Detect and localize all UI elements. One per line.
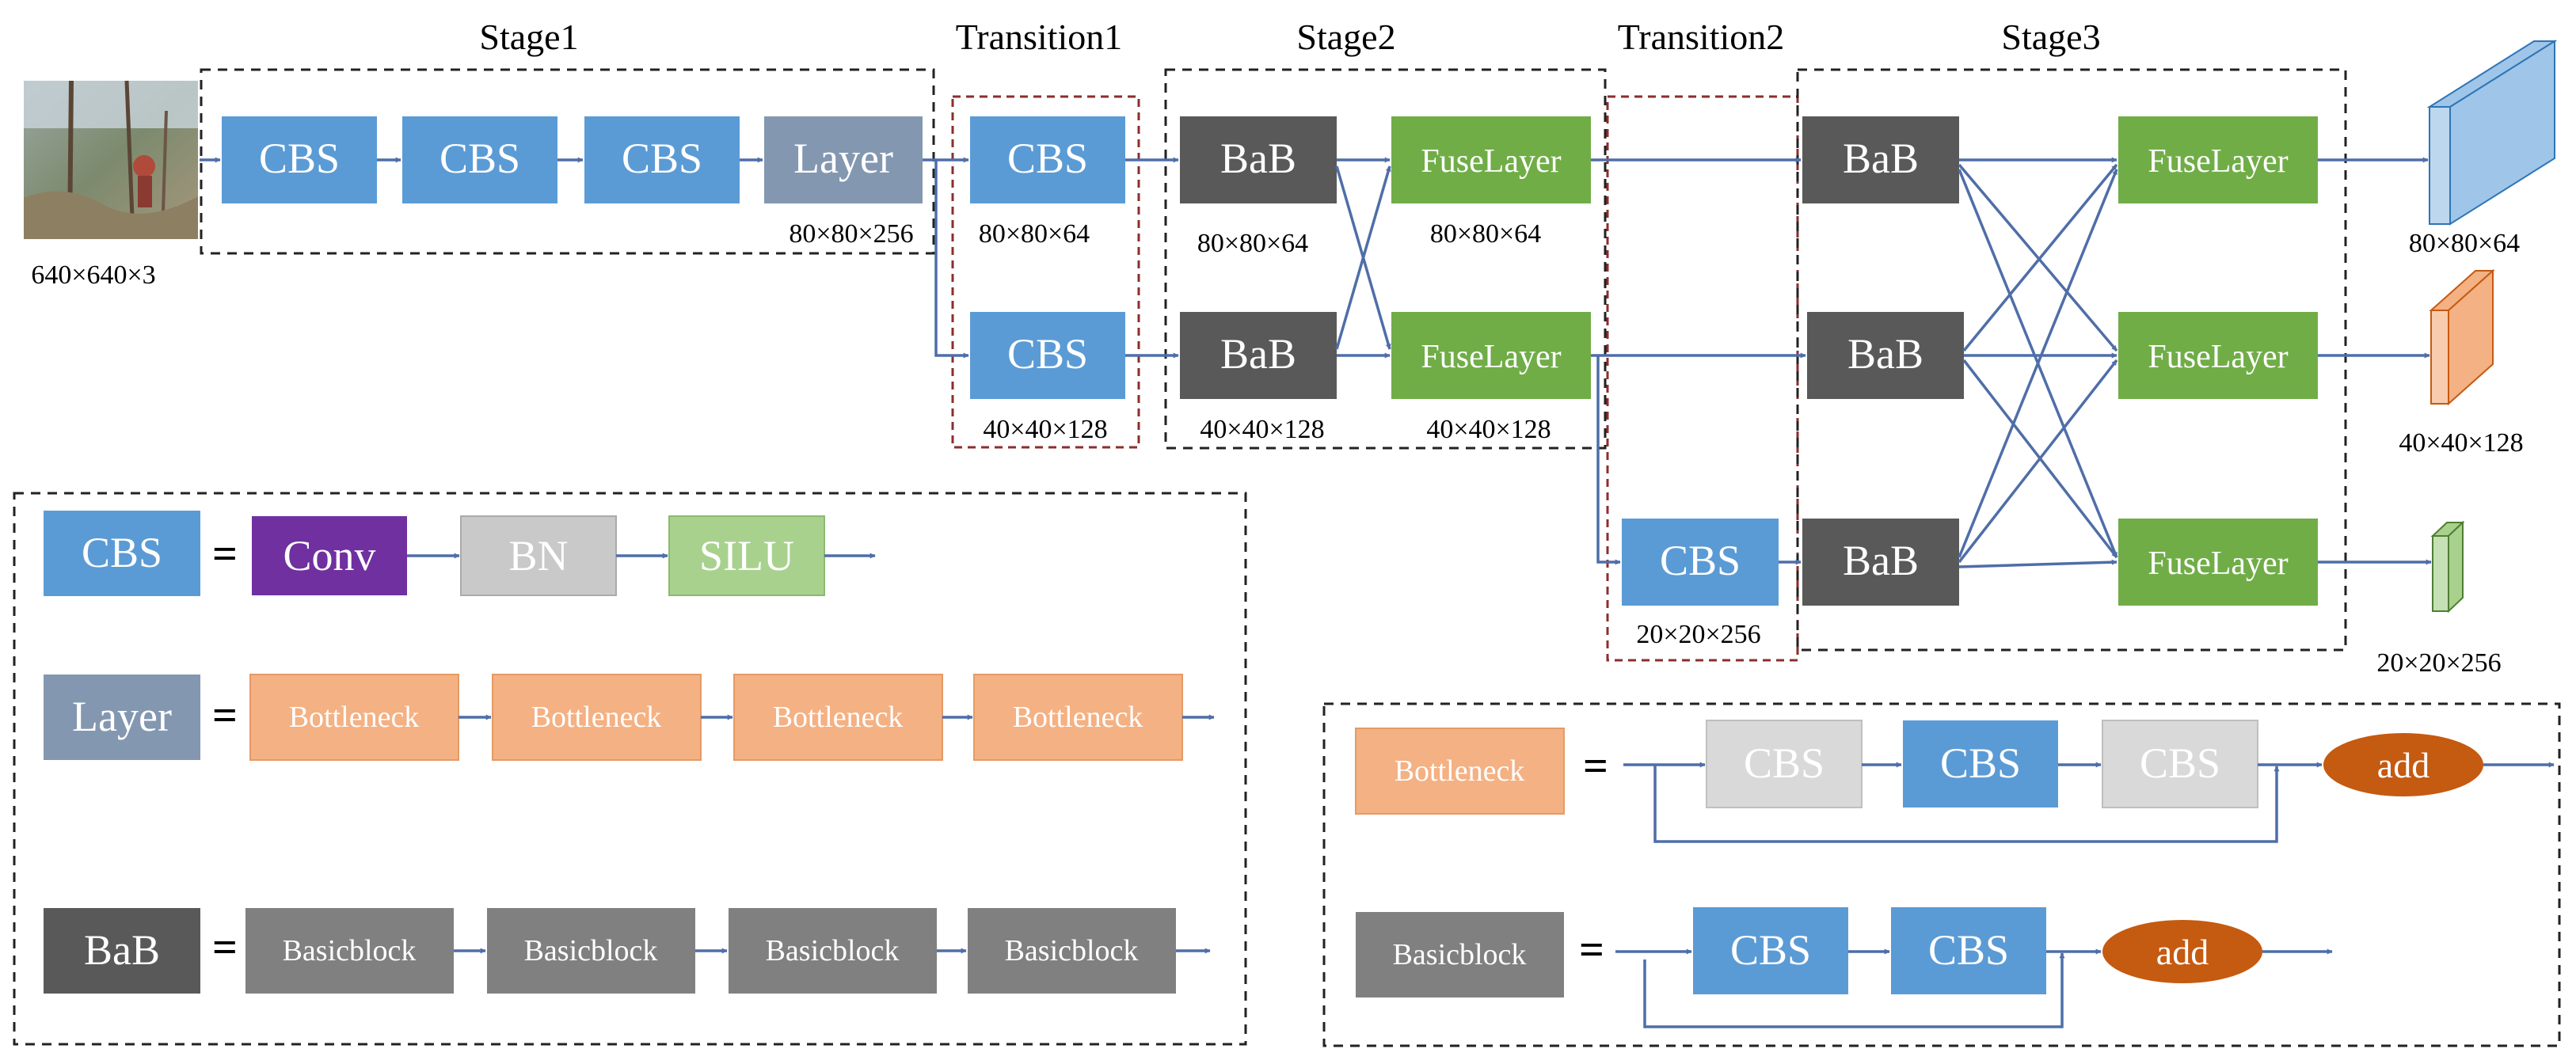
- svg-text:CBS: CBS: [259, 135, 340, 182]
- output-feature-map-large: [2426, 40, 2558, 226]
- legend-cbs-row: CBS = Conv BN SILU: [44, 511, 876, 596]
- stage1-layer: Layer: [764, 116, 923, 203]
- stage3-bab-3: BaB: [1802, 519, 1959, 606]
- input-image: [24, 80, 198, 239]
- svg-text:CBS: CBS: [2140, 739, 2220, 787]
- svg-text:add: add: [2156, 932, 2209, 972]
- svg-text:BaB: BaB: [1847, 330, 1923, 378]
- stage3-fuse-1: FuseLayer: [2118, 116, 2318, 203]
- svg-text:CBS: CBS: [82, 529, 162, 576]
- svg-text:CBS: CBS: [1660, 537, 1741, 584]
- transition2-cbs: CBS: [1622, 519, 1779, 606]
- stage1-cbs-1: CBS: [222, 116, 377, 203]
- stage3-bab-2: BaB: [1807, 312, 1964, 399]
- stage1-title: Stage1: [479, 17, 578, 57]
- svg-text:Bottleneck: Bottleneck: [1395, 754, 1525, 788]
- stage3-bab-1: BaB: [1802, 116, 1959, 203]
- svg-text:SILU: SILU: [699, 532, 794, 580]
- svg-text:FuseLayer: FuseLayer: [1421, 339, 1561, 375]
- svg-text:Bottleneck: Bottleneck: [531, 701, 662, 734]
- stage2-fuse-bottom-dim: 40×40×128: [1426, 415, 1551, 444]
- stage2-bab-bottom: BaB: [1180, 312, 1337, 399]
- svg-text:Basicblock: Basicblock: [1393, 938, 1527, 971]
- svg-text:Basicblock: Basicblock: [1005, 934, 1139, 967]
- stage2-bab-top-dim: 80×80×64: [1197, 229, 1308, 258]
- svg-text:BaB: BaB: [1843, 135, 1919, 182]
- stage3-fuse-3: FuseLayer: [2118, 519, 2318, 606]
- stage3-frame: [1796, 68, 2347, 652]
- svg-text:BaB: BaB: [1220, 135, 1296, 182]
- svg-text:Basicblock: Basicblock: [283, 934, 417, 967]
- output-feature-map-small: [2430, 520, 2465, 614]
- legend-left-frame: [13, 492, 1247, 1046]
- svg-text:BN: BN: [508, 532, 568, 580]
- transition1-cbs-top: CBS: [970, 116, 1125, 203]
- svg-text:Layer: Layer: [72, 693, 172, 740]
- svg-text:CBS: CBS: [622, 135, 702, 182]
- legend-layer-row: Layer = Bottleneck Bottleneck Bottleneck…: [44, 674, 1215, 761]
- svg-text:add: add: [2377, 745, 2430, 785]
- stage2-bab-top: BaB: [1180, 116, 1337, 203]
- main-flow-arrows: [200, 157, 2432, 568]
- svg-text:Bottleneck: Bottleneck: [773, 701, 904, 734]
- svg-text:Basicblock: Basicblock: [766, 934, 900, 967]
- input-dim-label: 640×640×3: [31, 260, 155, 290]
- legend-bottleneck-row: Bottleneck = CBS CBS CBS add: [1355, 720, 2555, 843]
- svg-text:Bottleneck: Bottleneck: [1013, 701, 1143, 734]
- stage3-fuse-2: FuseLayer: [2118, 312, 2318, 399]
- output-feature-map-medium: [2429, 268, 2495, 406]
- transition1-bottom-dim: 40×40×128: [983, 415, 1107, 444]
- svg-text:Conv: Conv: [283, 532, 375, 580]
- svg-text:CBS: CBS: [1007, 135, 1088, 182]
- legend-right-frame: [1322, 702, 2561, 1047]
- svg-text:=: =: [1583, 742, 1608, 791]
- legend-basicblock-row: Basicblock = CBS CBS add: [1356, 907, 2333, 1028]
- svg-text:FuseLayer: FuseLayer: [1421, 143, 1561, 180]
- svg-text:BaB: BaB: [1220, 330, 1296, 378]
- output-large-dim: 80×80×64: [2409, 229, 2520, 258]
- transition2-cbs-dim: 20×20×256: [1636, 620, 1760, 649]
- stage3-title: Stage3: [2001, 17, 2100, 57]
- legend-bab-row: BaB = Basicblock Basicblock Basicblock B…: [44, 908, 1211, 994]
- svg-text:FuseLayer: FuseLayer: [2148, 143, 2288, 180]
- svg-text:FuseLayer: FuseLayer: [2148, 339, 2288, 375]
- transition1-title: Transition1: [956, 17, 1122, 57]
- svg-text:=: =: [212, 530, 238, 579]
- output-small-dim: 20×20×256: [2376, 648, 2501, 678]
- svg-text:CBS: CBS: [1730, 926, 1811, 974]
- svg-text:CBS: CBS: [439, 135, 520, 182]
- svg-text:=: =: [212, 923, 238, 972]
- stage2-fuse-top: FuseLayer: [1391, 116, 1591, 203]
- stage2-fuse-bottom: FuseLayer: [1391, 312, 1591, 399]
- svg-text:CBS: CBS: [1744, 739, 1825, 787]
- svg-text:CBS: CBS: [1928, 926, 2009, 974]
- stage2-bab-bottom-dim: 40×40×128: [1200, 415, 1324, 444]
- layer-dim-label: 80×80×256: [789, 219, 913, 249]
- svg-text:=: =: [212, 691, 238, 740]
- transition1-cbs-bottom: CBS: [970, 312, 1125, 399]
- stage2-title: Stage2: [1296, 17, 1395, 57]
- svg-text:CBS: CBS: [1007, 330, 1088, 378]
- svg-text:Layer: Layer: [793, 135, 893, 182]
- output-medium-dim: 40×40×128: [2399, 428, 2523, 458]
- svg-text:BaB: BaB: [84, 926, 160, 974]
- transition1-top-dim: 80×80×64: [979, 219, 1090, 249]
- stage1-cbs-3: CBS: [584, 116, 740, 203]
- svg-text:BaB: BaB: [1843, 537, 1919, 584]
- svg-text:FuseLayer: FuseLayer: [2148, 545, 2288, 582]
- stage1-frame: [200, 68, 935, 255]
- stage2-fuse-top-dim: 80×80×64: [1430, 219, 1541, 249]
- svg-text:Basicblock: Basicblock: [524, 934, 658, 967]
- svg-text:CBS: CBS: [1940, 739, 2021, 787]
- stage1-cbs-2: CBS: [402, 116, 557, 203]
- svg-text:=: =: [1579, 925, 1604, 975]
- stage2-frame: [1164, 68, 1607, 450]
- svg-text:Bottleneck: Bottleneck: [289, 701, 420, 734]
- transition2-title: Transition2: [1618, 17, 1784, 57]
